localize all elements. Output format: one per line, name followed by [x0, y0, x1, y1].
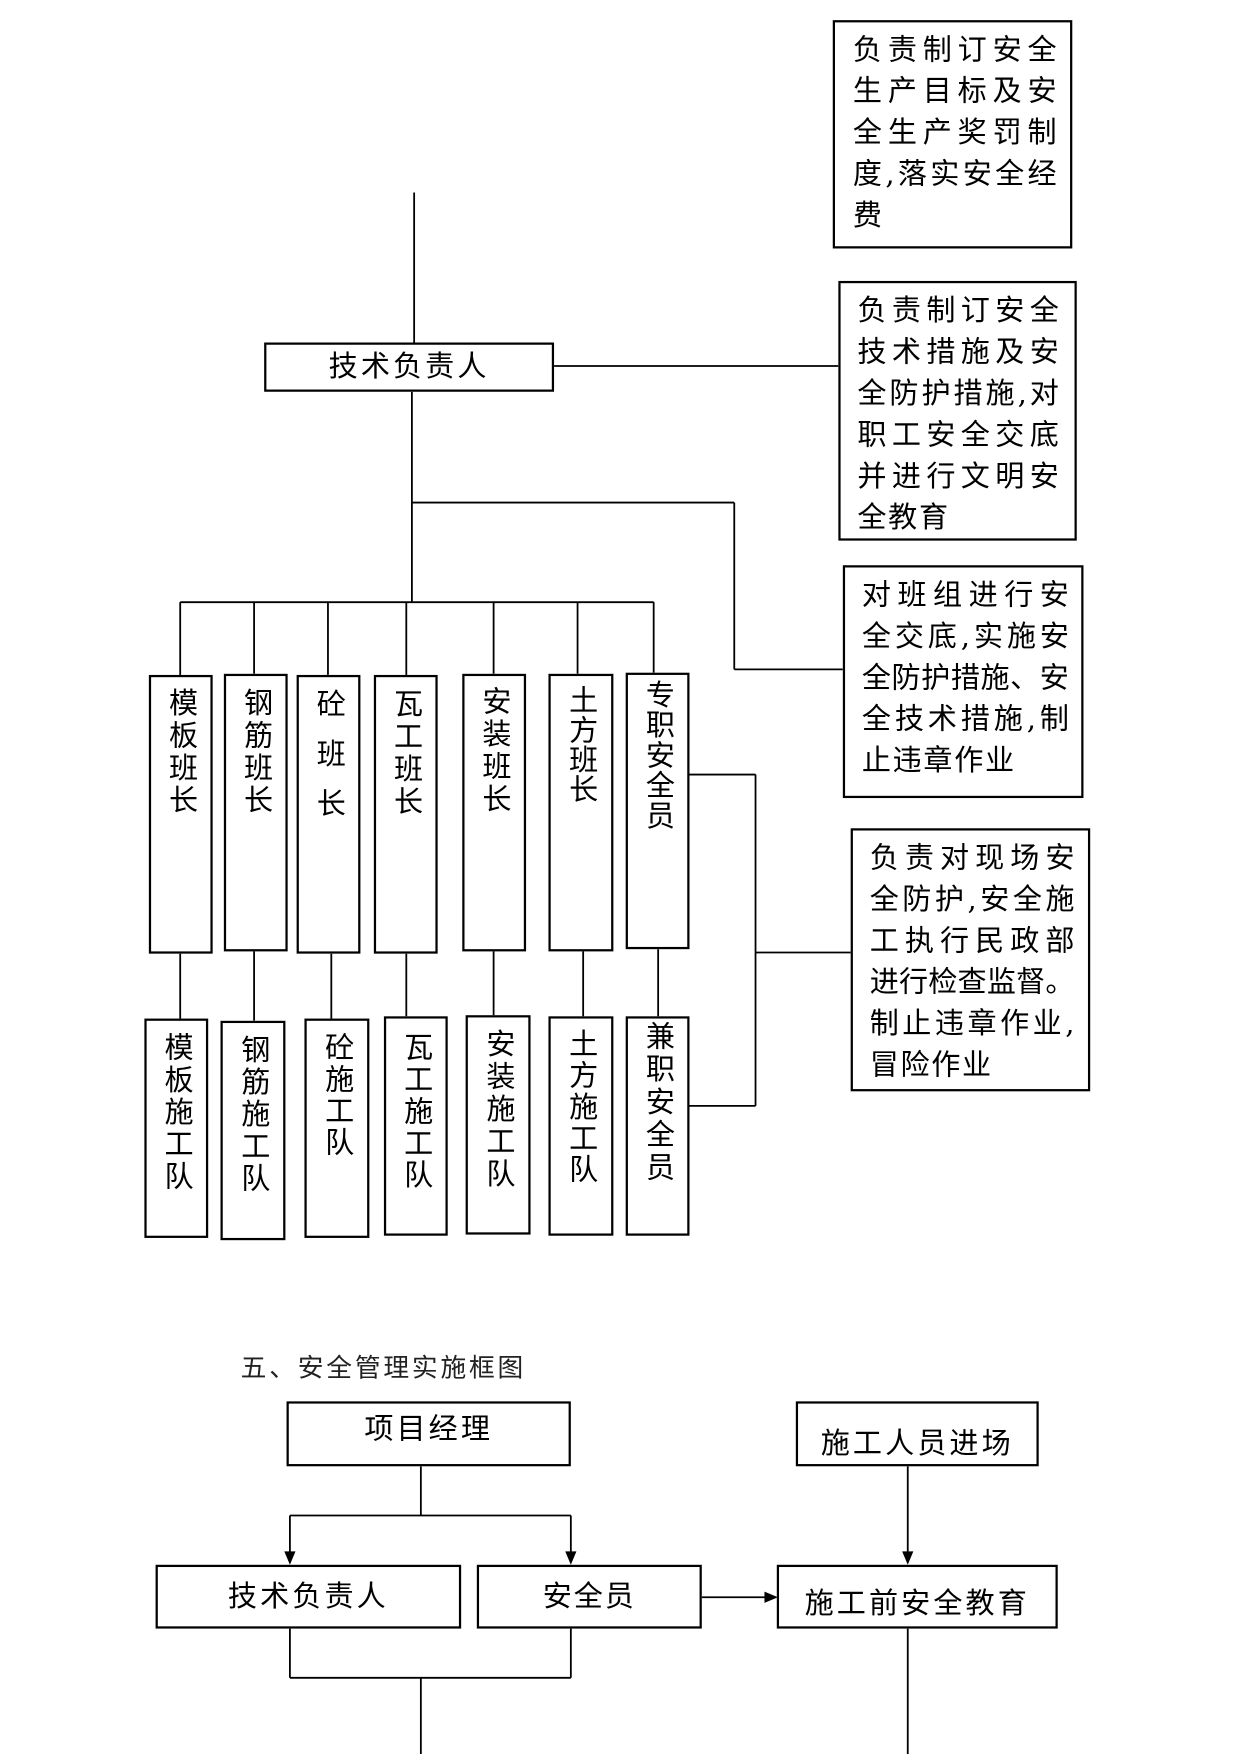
duty-text-line: 技术措施及安	[857, 335, 1059, 369]
project-manager-box: 项目经理	[286, 1401, 571, 1467]
workers-enter-site-label: 施工人员进场	[820, 1427, 1014, 1461]
work-team-label: 瓦工施工队	[399, 1031, 433, 1192]
rebar-leader-box: 钢筋班长	[223, 673, 288, 952]
technical-lead-label: 技术负责人	[328, 350, 490, 384]
formwork-team-box: 模板施工队	[144, 1018, 209, 1238]
duty-text-line: 对班组进行安	[861, 578, 1069, 612]
work-team-label: 钢筋施工队	[236, 1034, 270, 1196]
duty-text-line: 全防护措施,对	[857, 376, 1059, 411]
duty-text-line: 并进行文明安	[857, 459, 1059, 494]
technical-lead-box: 技术负责人	[264, 342, 555, 392]
duty-text-line: 全防护,安全施	[869, 882, 1075, 917]
project-manager-label: 项目经理	[364, 1412, 494, 1447]
concrete-team-box: 砼施工队	[304, 1018, 370, 1238]
pre-construction-safety-education-box: 施工前安全教育	[776, 1564, 1058, 1629]
duty-text-line: 全防护措施、安	[861, 660, 1069, 695]
formwork-leader-box: 模板班长	[148, 674, 213, 954]
team-leader-label: 钢筋班长	[238, 687, 273, 818]
duty-text-line: 度,落实安全经	[852, 157, 1057, 191]
full-time-safety-officer-box: 专职安全员	[625, 672, 690, 950]
duty-box-team-briefing: 对班组进行安 全交底,实施安 全防护措施、安 全技术措施,制 止违章作业	[842, 565, 1084, 799]
duty-text-line: 全教育	[857, 500, 950, 535]
safety-officer-label: 安全员	[542, 1579, 636, 1614]
team-leader-label: 模板班长	[163, 687, 198, 818]
work-team-label: 土方施工队	[564, 1028, 598, 1186]
duty-box-safety-goals-and-funding: 负责制订安全 生产目标及安 全生产奖罚制 度,落实安全经 费	[832, 20, 1073, 249]
team-leader-label: 土方班长	[564, 685, 598, 804]
work-team-label: 兼职安全员	[640, 1020, 675, 1185]
duty-text-line: 全生产奖罚制	[852, 115, 1057, 150]
earthwork-leader-box: 土方班长	[548, 673, 614, 952]
flow-technical-lead-label: 技术负责人	[227, 1579, 389, 1614]
duty-text-line: 负责对现场安	[869, 841, 1075, 875]
concrete-leader-box: 砼班长	[296, 674, 361, 954]
duty-text-line: 职工安全交底	[857, 418, 1059, 452]
section-heading: 五、安全管理实施框图	[240, 1354, 527, 1384]
work-team-label: 砼施工队	[320, 1031, 354, 1159]
earthwork-team-box: 土方施工队	[548, 1016, 614, 1236]
arrowhead	[284, 1551, 296, 1565]
installation-team-box: 安装施工队	[465, 1015, 531, 1235]
pre-construction-safety-education-label: 施工前安全教育	[804, 1586, 1030, 1621]
arrowhead	[565, 1551, 577, 1565]
duty-text-line: 制止违章作业,	[869, 1006, 1075, 1041]
team-leader-label: 砼班长	[311, 688, 346, 838]
team-leader-label: 瓦工班长	[388, 688, 423, 819]
part-time-safety-officer-box: 兼职安全员	[625, 1016, 690, 1236]
duty-box-technical-measures-briefing: 负责制订安全 技术措施及安 全防护措施,对 职工安全交底 并进行文明安 全教育	[838, 280, 1077, 541]
arrowhead	[902, 1551, 914, 1565]
workers-enter-site-box: 施工人员进场	[795, 1401, 1039, 1467]
duty-text-line: 负责制订安全	[857, 293, 1059, 328]
masonry-leader-box: 瓦工班长	[373, 674, 438, 954]
arrowhead	[764, 1591, 778, 1603]
duty-text-line: 止违章作业	[861, 743, 1016, 778]
work-team-label: 安装施工队	[481, 1028, 515, 1191]
team-leader-label: 专职安全员	[640, 679, 675, 831]
duty-text-line: 进行检查监督。	[869, 965, 1075, 999]
masonry-team-box: 瓦工施工队	[383, 1016, 448, 1236]
duty-text-line: 负责制订安全	[852, 33, 1057, 67]
duty-text-line: 生产目标及安	[852, 74, 1057, 109]
safety-officer-box: 安全员	[476, 1564, 702, 1629]
work-team-label: 模板施工队	[159, 1031, 194, 1193]
rebar-team-box: 钢筋施工队	[220, 1020, 286, 1241]
flow-technical-lead-box: 技术负责人	[155, 1564, 462, 1629]
duty-text-line: 费	[852, 198, 884, 233]
duty-text-line: 全技术措施,制	[861, 702, 1069, 736]
duty-text-line: 全交底,实施安	[861, 619, 1069, 654]
duty-box-site-inspection: 负责对现场安 全防护,安全施 工执行民政部 进行检查监督。 制止违章作业, 冒险…	[850, 828, 1091, 1092]
duty-text-line: 工执行民政部	[869, 923, 1075, 958]
installation-leader-box: 安装班长	[462, 673, 527, 952]
team-leader-label: 安装班长	[477, 686, 511, 816]
duty-text-line: 冒险作业	[869, 1048, 993, 1082]
